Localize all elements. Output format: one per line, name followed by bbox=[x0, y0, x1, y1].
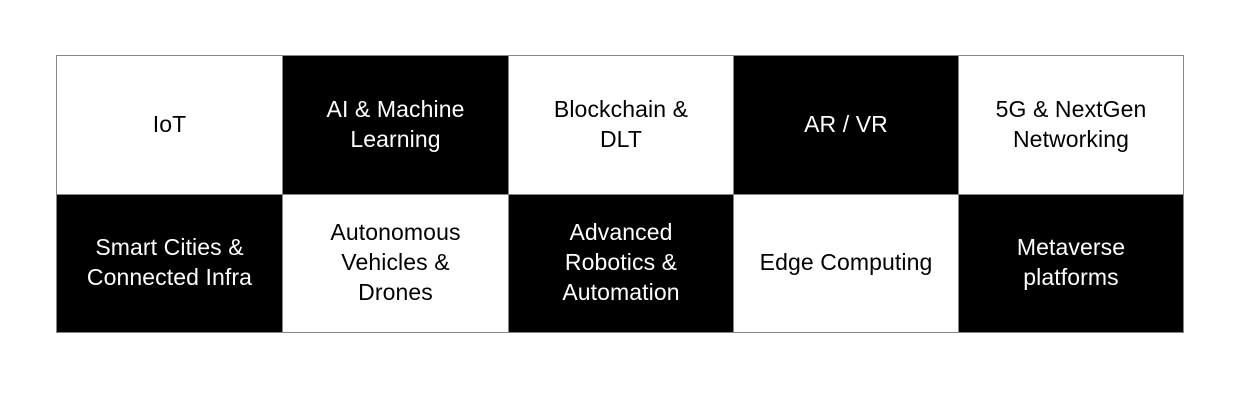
grid-row-2: Smart Cities & Connected Infra Autonomou… bbox=[56, 193, 1184, 333]
cell-autonomous-vehicles-drones[interactable]: Autonomous Vehicles & Drones bbox=[282, 193, 509, 333]
cell-edge-computing[interactable]: Edge Computing bbox=[733, 193, 959, 333]
cell-ai-machine-learning[interactable]: AI & Machine Learning bbox=[282, 55, 509, 195]
cell-blockchain-dlt[interactable]: Blockchain & DLT bbox=[508, 55, 734, 195]
cell-ar-vr[interactable]: AR / VR bbox=[733, 55, 959, 195]
grid-row-1: IoT AI & Machine Learning Blockchain & D… bbox=[56, 55, 1184, 195]
technology-domains-grid: IoT AI & Machine Learning Blockchain & D… bbox=[56, 55, 1184, 333]
cell-smart-cities-connected-infra[interactable]: Smart Cities & Connected Infra bbox=[56, 193, 283, 333]
cell-advanced-robotics-automation[interactable]: Advanced Robotics & Automation bbox=[508, 193, 734, 333]
cell-metaverse-platforms[interactable]: Metaverse platforms bbox=[958, 193, 1184, 333]
cell-iot[interactable]: IoT bbox=[56, 55, 283, 195]
cell-5g-nextgen-networking[interactable]: 5G & NextGen Networking bbox=[958, 55, 1184, 195]
